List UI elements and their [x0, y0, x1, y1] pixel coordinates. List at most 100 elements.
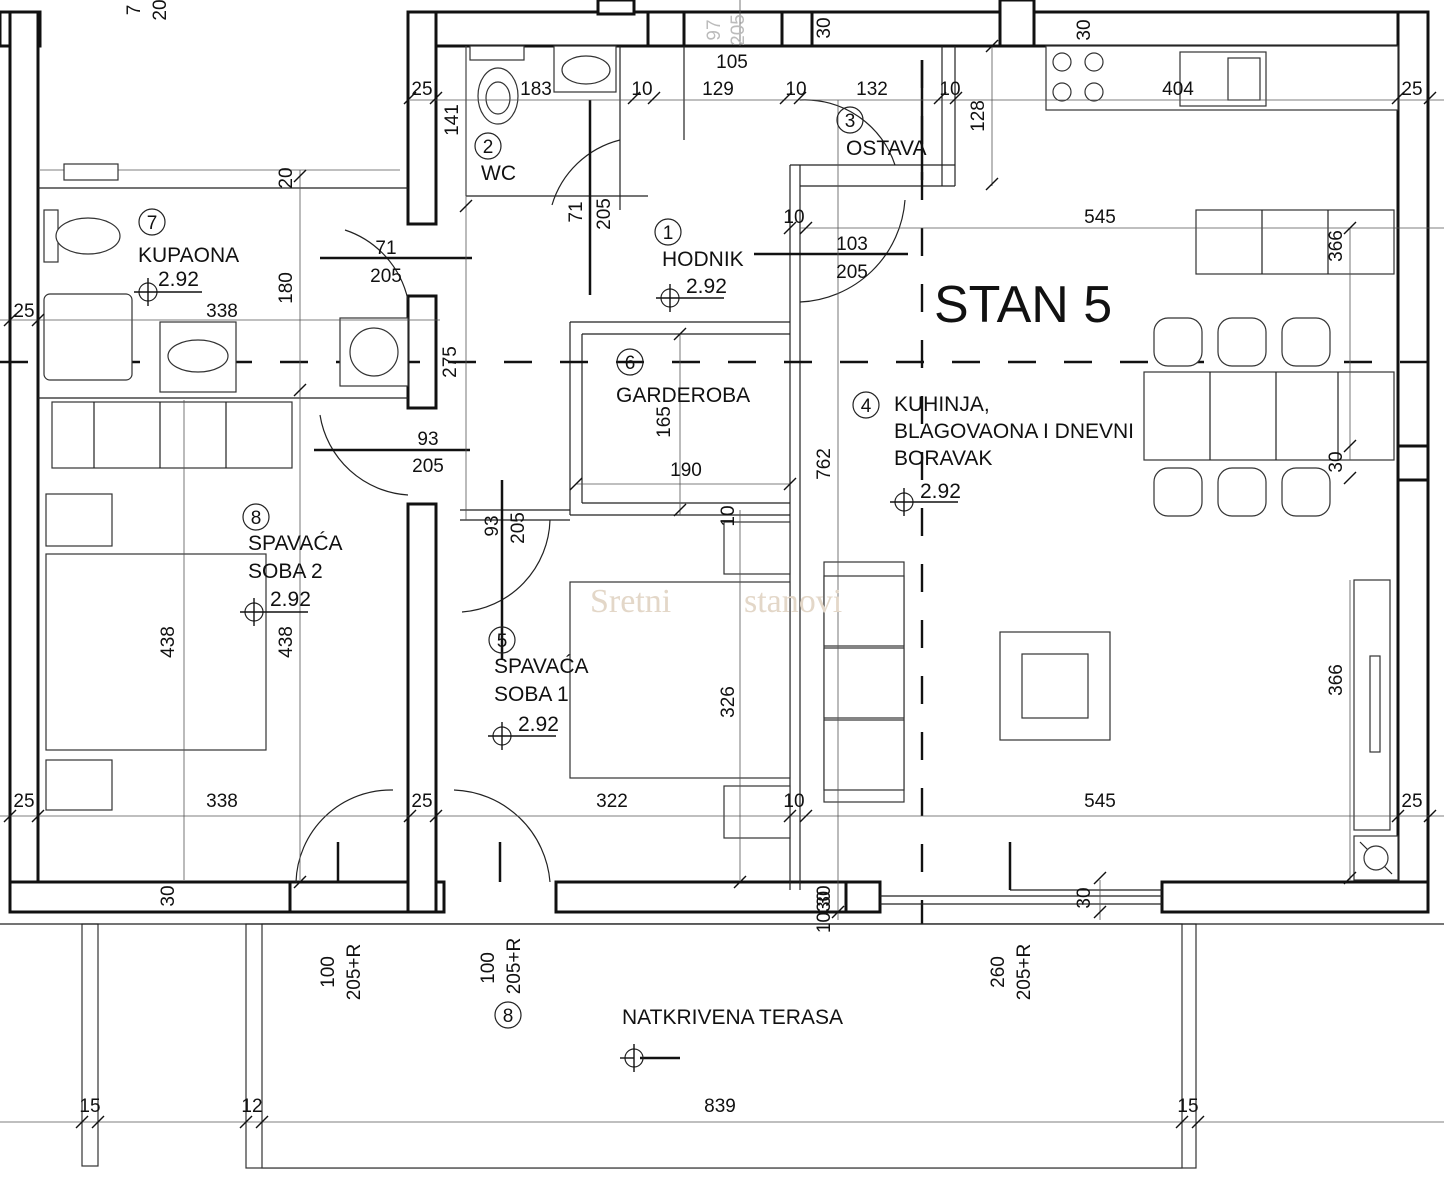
terrace-label: NATKRIVENA TERASA: [622, 1006, 843, 1029]
dimension-label: 20: [276, 167, 297, 188]
dimension-label: 205: [594, 198, 615, 230]
room-name: SPAVAĆA: [494, 655, 589, 678]
dimension-ticks: [3, 39, 1437, 1129]
room-name: SOBA 2: [248, 560, 323, 583]
dimension-label: 545: [1084, 791, 1116, 812]
room-number: 4: [861, 396, 872, 417]
room-name: SOBA 1: [494, 683, 569, 706]
dimension-label: 25: [411, 791, 432, 812]
watermark: Sretni stanovi: [590, 583, 842, 620]
dimension-label: 30: [814, 17, 835, 38]
watermark-right: stanovi: [744, 583, 842, 620]
room-name: BORAVAK: [894, 447, 992, 470]
dimension-label: 93: [417, 429, 438, 450]
dimension-label: 190: [670, 460, 702, 481]
dimension-label: 15: [79, 1096, 100, 1117]
dimension-label: 105: [716, 52, 748, 73]
dimension-label: 30: [158, 885, 179, 906]
dimension-label: 25: [13, 301, 34, 322]
room-number: 8: [503, 1006, 514, 1027]
dimension-label: 10: [783, 791, 804, 812]
dimension-lines: [0, 0, 1444, 1123]
room-number: 2: [483, 137, 494, 158]
room-level: 2.92: [920, 480, 961, 503]
dimension-label: 141: [442, 104, 463, 136]
dimension-label: 205: [728, 14, 749, 46]
dimension-label: 260: [988, 956, 1009, 988]
dimension-label: 205: [508, 512, 529, 544]
dimension-label: 165: [654, 406, 675, 438]
room-level: 2.92: [518, 713, 559, 736]
dimension-label: 20: [150, 0, 171, 21]
dimension-label: 839: [704, 1096, 736, 1117]
room-name: KUPAONA: [138, 244, 239, 267]
room-number: 1: [663, 223, 674, 244]
level-marker: [656, 284, 724, 312]
dimension-label: 100: [478, 952, 499, 984]
dimension-label: 10: [718, 505, 739, 526]
dimension-label: 100: [318, 956, 339, 988]
dimension-label: 338: [206, 791, 238, 812]
room-number: 6: [625, 353, 636, 374]
dimension-label: 10: [939, 79, 960, 100]
level-marker: [488, 722, 556, 750]
dimension-label: 205: [370, 266, 402, 287]
dimension-label: 438: [158, 626, 179, 658]
room-name: KUHINJA,: [894, 393, 990, 416]
dimension-label: 7: [124, 5, 145, 16]
level-marker: [240, 598, 308, 626]
dimension-label: 71: [375, 238, 396, 259]
dimension-label: 545: [1084, 207, 1116, 228]
dimension-label: 30: [1326, 451, 1347, 472]
room-number-circles: [138, 106, 880, 1029]
dimension-label: 10: [785, 79, 806, 100]
dimension-label: 30: [1074, 887, 1095, 908]
dimension-label: 322: [596, 791, 628, 812]
furniture: [43, 45, 1399, 881]
room-name: OSTAVA: [846, 137, 927, 160]
room-level: 2.92: [270, 588, 311, 611]
dimension-label: 128: [968, 100, 989, 132]
dimension-label: 326: [718, 686, 739, 718]
dimension-label: 205+R: [504, 938, 525, 995]
dimension-label: 103: [836, 234, 868, 255]
room-name: WC: [481, 162, 516, 185]
dimension-label: 205: [412, 456, 444, 477]
dimension-label: 205: [836, 262, 868, 283]
dimension-label: 129: [702, 79, 734, 100]
level-marker: [890, 488, 958, 516]
dimension-label: 183: [520, 79, 552, 100]
room-name: SPAVAĆA: [248, 532, 343, 555]
room-level: 2.92: [686, 275, 727, 298]
watermark-left: Sretni: [590, 583, 671, 620]
room-number: 5: [497, 631, 508, 652]
dimension-label: 12: [241, 1096, 262, 1117]
room-level: 2.92: [158, 268, 199, 291]
dimension-label: 338: [206, 301, 238, 322]
dimension-label: 438: [276, 626, 297, 658]
dimension-labels: 105 183 129 132 404 10 10 10 25 25 25 25…: [13, 0, 1422, 1117]
dimension-label: 762: [814, 448, 835, 480]
room-name: HODNIK: [662, 248, 744, 271]
room-number: 7: [147, 213, 158, 234]
dimension-label: 180: [276, 272, 297, 304]
dimension-label: 30: [814, 885, 835, 906]
dimension-label: 275: [440, 346, 461, 378]
dimension-label: 132: [856, 79, 888, 100]
dimension-label: 205+R: [1014, 944, 1035, 1001]
terrace: [0, 923, 1444, 1169]
dimension-label: 93: [482, 515, 503, 536]
level-marker: [134, 278, 202, 306]
dimension-label: 404: [1162, 79, 1194, 100]
dimension-label: 366: [1326, 664, 1347, 696]
dimension-label: 15: [1177, 1096, 1198, 1117]
dimension-label: 97: [704, 19, 725, 40]
dimension-label: 366: [1326, 230, 1347, 262]
dimension-label: 25: [411, 79, 432, 100]
room-number: 8: [251, 508, 262, 529]
room-name: BLAGOVAONA I DNEVNI: [894, 420, 1134, 443]
level-markers: [134, 278, 958, 1072]
dimension-label: 30: [1074, 19, 1095, 40]
dimension-label: 10: [783, 207, 804, 228]
